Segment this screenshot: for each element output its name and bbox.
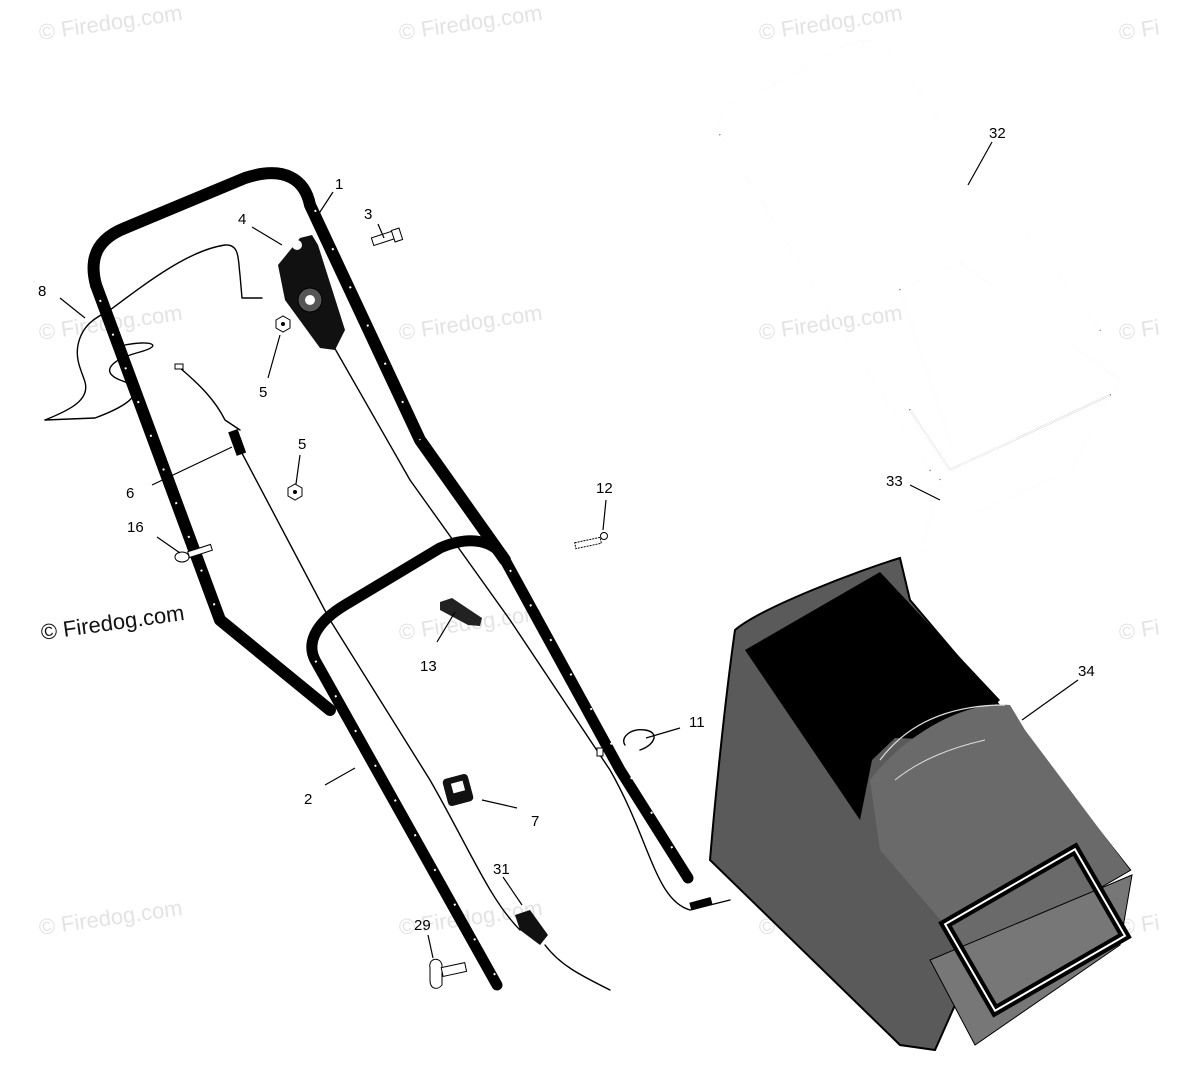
part-32-bag-frame (717, 40, 1101, 471)
part-4-control-housing (278, 235, 345, 350)
callout-13: 13 (420, 658, 437, 675)
callout-34: 34 (1078, 663, 1095, 680)
watermark-text: © Firedog.com (757, 0, 904, 45)
watermark-text: © Firedog.com (397, 0, 544, 45)
part-5-nuts (275, 315, 303, 501)
callout-5-upper: 5 (259, 384, 267, 401)
callout-8: 8 (38, 283, 46, 300)
callout-7: 7 (531, 813, 539, 830)
part-8-wire (44, 244, 263, 421)
part-34-grass-bag (708, 556, 1133, 1052)
part-13-clip (440, 598, 482, 626)
part-29-bolt (429, 958, 468, 989)
callout-33: 33 (886, 473, 903, 490)
part-7-grommet (442, 774, 474, 806)
part-33-support-frame (899, 260, 1122, 558)
callout-31: 31 (493, 861, 510, 878)
watermark-text: © Firedog.com (757, 300, 904, 345)
part-6-lever (174, 363, 247, 456)
callout-4: 4 (238, 211, 246, 228)
callout-1: 1 (335, 176, 343, 193)
part-11-hook (596, 729, 655, 757)
part-2-lower-handle (306, 535, 694, 991)
part-1-upper-handle (87, 167, 511, 716)
control-cables (179, 339, 731, 931)
watermark-text: © Firedog.com (397, 300, 544, 345)
callout-16: 16 (127, 519, 144, 536)
callout-12: 12 (596, 480, 613, 497)
watermark-text-clipped: © Fi (1117, 15, 1161, 45)
callout-6: 6 (126, 485, 134, 502)
watermark-text: © Firedog.com (37, 0, 184, 45)
watermark-text-clipped: © Fi (1117, 315, 1161, 345)
leader-lines (59, 141, 1079, 959)
callout-29: 29 (414, 917, 431, 934)
part-31-switch (515, 910, 611, 991)
watermark-text-clipped: © Fi (1117, 615, 1161, 645)
watermark-text: © Firedog.com (37, 895, 184, 940)
part-12-screw (574, 532, 608, 550)
callout-2: 2 (304, 791, 312, 808)
callout-11: 11 (689, 714, 705, 731)
callout-32: 32 (989, 125, 1006, 142)
callout-3: 3 (364, 206, 372, 223)
callout-labels: 1 2 3 4 5 5 6 7 8 11 12 13 16 29 31 32 3… (38, 125, 1095, 934)
part-3-bolt (370, 227, 404, 247)
callout-5-lower: 5 (298, 436, 306, 453)
part-16-eyebolt (174, 543, 213, 563)
watermark-main: © Firedog.com (39, 600, 186, 645)
